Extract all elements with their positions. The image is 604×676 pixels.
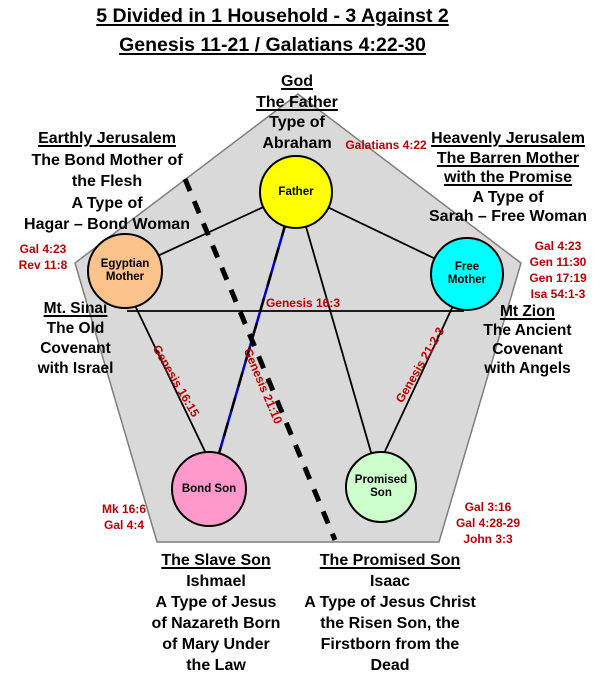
galatians-4-22-label: Galatians 4:22	[345, 138, 427, 152]
ref-gen-17-19: Gen 17:19	[529, 271, 587, 285]
heavenly-jerusalem-block: Heavenly Jerusalem The Barren Mother wit…	[412, 129, 604, 227]
risen-son-line: the Risen Son, the	[320, 615, 460, 632]
god-line: God	[281, 73, 313, 90]
bond-son-node	[171, 451, 247, 527]
with-israel-line: with Israel	[37, 360, 114, 377]
diagram-title: 5 Divided in 1 Household - 3 Against 2 G…	[25, 2, 520, 60]
title-line-1: 5 Divided in 1 Household - 3 Against 2	[96, 5, 449, 27]
title-line-2: Genesis 11-21 / Galatians 4:22-30	[119, 34, 426, 56]
promised-son-refs: Gal 3:16 Gal 4:28-29 John 3:3	[450, 499, 526, 547]
ref-gal-4-23: Gal 4:23	[534, 239, 582, 253]
earthly-jerusalem-line: Earthly Jerusalem	[38, 130, 176, 147]
earthly-mother-refs: Gal 4:23 Rev 11:8	[8, 241, 78, 273]
type-of-jesus-christ-line: A Type of Jesus Christ	[304, 594, 476, 611]
father-node-label: Father	[278, 186, 314, 198]
barren-mother-line: The Barren Mother	[436, 149, 580, 167]
egyptian-mother-node-label: Egyptian Mother	[100, 258, 150, 283]
egyptian-mother-bond-son-line	[129, 294, 212, 465]
firstborn-line: Firstborn from the	[320, 636, 460, 653]
bond-mother-line: The Bond Mother of	[31, 151, 183, 169]
abraham-line: Abraham	[262, 134, 332, 152]
promised-son-block: The Promised Son Isaac A Type of Jesus C…	[284, 550, 496, 676]
ref-rev-11-8: Rev 11:8	[18, 258, 68, 272]
the-father-line: The Father	[256, 93, 338, 111]
ishmael-line: Ishmael	[186, 573, 246, 590]
type-of-jesus-line: A Type of Jesus	[155, 594, 277, 611]
with-angels-line: with Angels	[484, 360, 571, 377]
bond-son-refs: Mk 16:6 Gal 4:4	[89, 501, 159, 533]
dead-line: Dead	[370, 657, 410, 674]
free-mother-promised-son-line	[378, 292, 460, 465]
the-law-line: the Law	[186, 657, 246, 674]
genesis-16-3-label: Genesis 16:3	[265, 296, 341, 310]
promised-son-node-label: Promised Son	[354, 474, 408, 499]
division-dashed-line	[182, 178, 338, 541]
bond-son-node-label: Bond Son	[181, 483, 237, 495]
free-mother-node-label: Free Mother	[447, 261, 487, 286]
mt-sinai-block: Mt. Sinai The Old Covenant with Israel	[13, 299, 138, 379]
a-type-of-line: A Type of	[71, 194, 143, 212]
nazareth-born-line: of Nazareth Born	[151, 615, 281, 632]
ref-gal-3-16: Gal 3:16	[464, 500, 512, 514]
ref-mk-16-6: Mk 16:6	[101, 502, 147, 516]
father-node	[259, 155, 333, 229]
ref-gal-4-4: Gal 4:4	[103, 518, 145, 532]
god-father-block: God The Father Type of Abraham	[217, 72, 377, 154]
mt-sinai-line: Mt. Sinai	[43, 300, 108, 317]
the-promised-son-line: The Promised Son	[319, 552, 461, 569]
father-bond-son-line-dash-overlay	[209, 197, 295, 482]
father-promised-son-line	[295, 191, 382, 488]
the-slave-son-line: The Slave Son	[161, 552, 271, 569]
the-flesh-line: the Flesh	[71, 173, 143, 190]
free-mother-node	[430, 237, 504, 311]
egyptian-mother-node	[87, 233, 163, 309]
heavenly-mother-refs: Gal 4:23 Gen 11:30 Gen 17:19 Isa 54:1-3	[521, 238, 595, 302]
ref-gal-4-23: Gal 4:23	[19, 242, 67, 256]
of-mary-under-line: of Mary Under	[162, 636, 270, 653]
sarah-free-woman-line: Sarah – Free Woman	[429, 208, 587, 225]
covenant-line: Covenant	[492, 341, 563, 358]
mt-zion-block: Mt Zion The Ancient Covenant with Angels	[465, 302, 590, 378]
hagar-bond-woman-line: Hagar – Bond Woman	[24, 216, 190, 233]
with-the-promise-line: with the Promise	[443, 169, 573, 186]
type-of-line: Type of	[269, 114, 325, 131]
the-old-line: The Old	[46, 320, 105, 337]
a-type-of-line: A Type of	[472, 188, 544, 206]
heavenly-jerusalem-line: Heavenly Jerusalem	[431, 130, 585, 147]
ref-gal-4-28-29: Gal 4:28-29	[455, 516, 521, 530]
promised-son-node	[345, 451, 417, 523]
ref-isa-54-1-3: Isa 54:1-3	[530, 287, 586, 301]
ref-gen-11-30: Gen 11:30	[529, 255, 587, 269]
slave-son-block: The Slave Son Ishmael A Type of Jesus of…	[110, 550, 322, 676]
the-ancient-line: The Ancient	[483, 322, 572, 339]
earthly-jerusalem-block: Earthly Jerusalem The Bond Mother of the…	[0, 128, 214, 236]
pentagon-shape	[74, 93, 522, 543]
covenant-line: Covenant	[40, 340, 111, 357]
mt-zion-line: Mt Zion	[499, 303, 556, 320]
ref-john-3-3: John 3:3	[463, 532, 513, 546]
isaac-line: Isaac	[369, 573, 411, 590]
